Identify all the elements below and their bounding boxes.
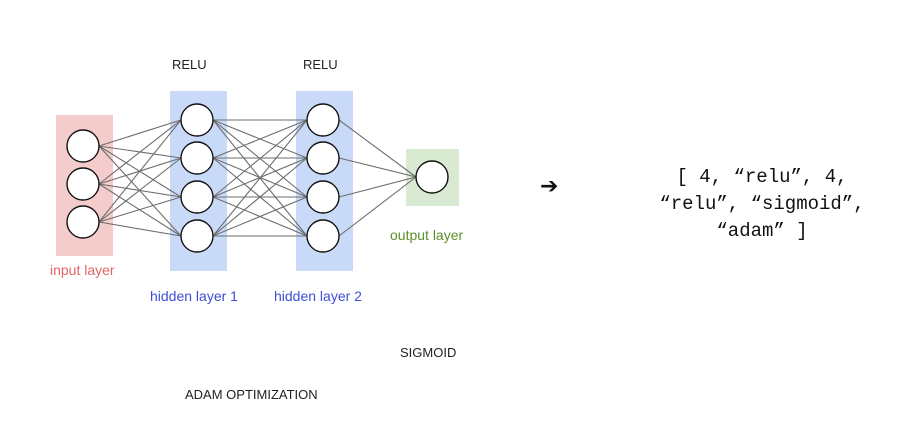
input-neuron (66, 205, 100, 239)
connection-edge (98, 119, 182, 185)
code-line: “relu”, “sigmoid”, (659, 193, 865, 215)
connection-edges (98, 119, 417, 237)
right-arrow-icon: ➔ (540, 174, 559, 199)
connection-edge (212, 119, 308, 159)
input-neuron (66, 167, 100, 201)
connection-edge (98, 119, 182, 147)
input-layer-label: input layer (50, 262, 115, 278)
connection-edge (98, 119, 182, 223)
input-neuron (66, 129, 100, 163)
connection-edge (98, 196, 182, 223)
hidden-layer-2-label: hidden layer 2 (274, 288, 362, 304)
connection-edge (338, 176, 417, 237)
connection-edge (338, 157, 417, 178)
connection-edge (212, 119, 308, 237)
hidden-1-neuron (180, 219, 214, 253)
code-line: “adam” ] (716, 220, 808, 242)
hidden-1-neuron (180, 103, 214, 137)
hidden-layer-1-activation: RELU (172, 57, 207, 72)
hidden-2-neuron (306, 103, 340, 137)
output-layer-label: output layer (390, 227, 464, 243)
hidden-2-neuron (306, 219, 340, 253)
hidden-1-neuron (180, 180, 214, 214)
neural-network-diagram (56, 91, 459, 271)
connection-edge (338, 176, 417, 198)
hidden-layer-1-label: hidden layer 1 (150, 288, 238, 304)
connection-edge (212, 196, 308, 237)
connection-edge (98, 221, 182, 237)
output-activation-label: SIGMOID (400, 345, 457, 360)
code-line: [ 4, “relu”, 4, (676, 166, 848, 188)
connection-edge (212, 119, 308, 198)
connection-edge (212, 157, 308, 237)
hidden-1-neuron (180, 141, 214, 175)
hidden-2-neuron (306, 141, 340, 175)
hidden-layer-2-activation: RELU (303, 57, 338, 72)
model-config-list: [ 4, “relu”, 4, “relu”, “sigmoid”, “adam… (612, 164, 912, 245)
optimizer-label: ADAM OPTIMIZATION (185, 387, 318, 402)
connection-edge (98, 157, 182, 223)
output-neuron (415, 160, 449, 194)
neuron-nodes (66, 103, 449, 253)
hidden-2-neuron (306, 180, 340, 214)
connection-edge (338, 119, 417, 178)
